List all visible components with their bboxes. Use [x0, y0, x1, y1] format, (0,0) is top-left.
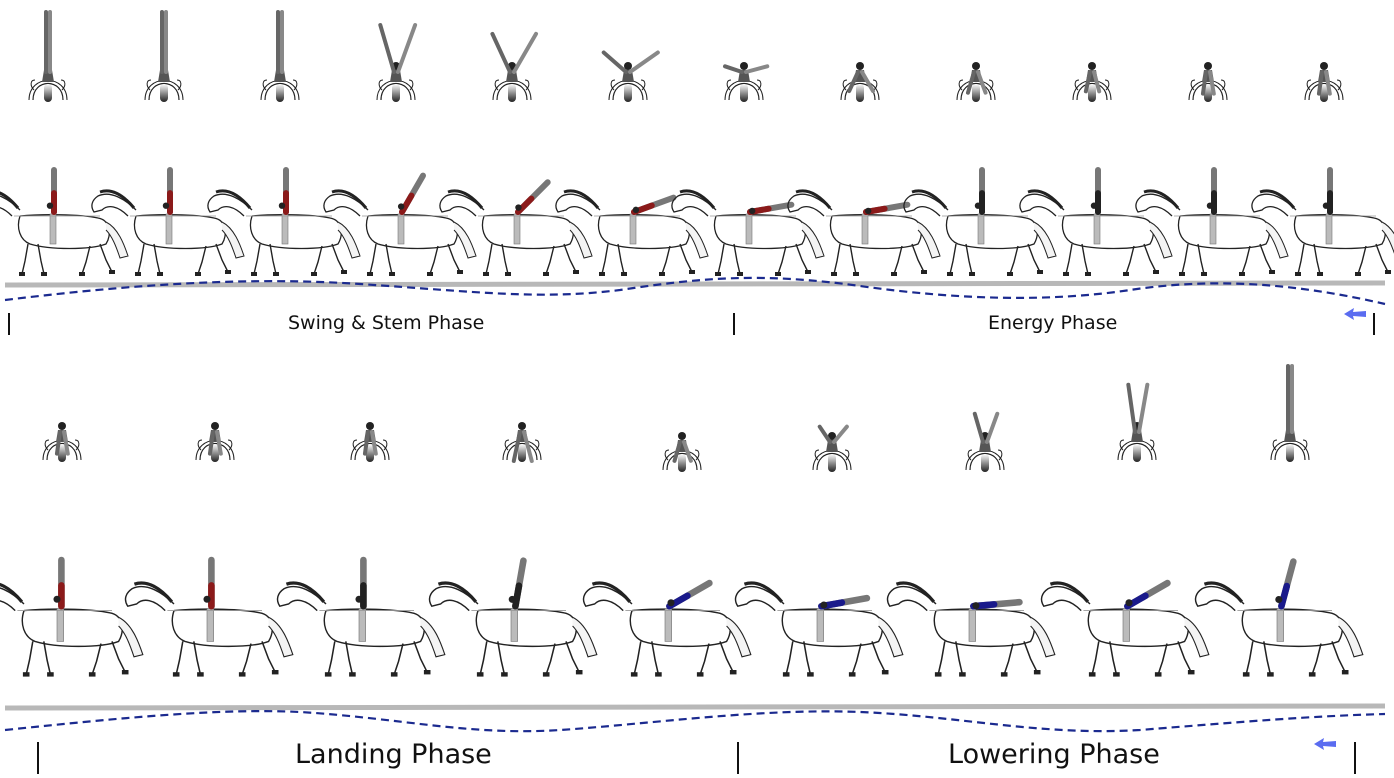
- side-view-figure: [1019, 167, 1173, 276]
- side-view-figure: [1194, 558, 1364, 677]
- row2-phase-divider-middle: [737, 742, 739, 774]
- side-view-figure: [124, 556, 294, 677]
- row1-side-view-group: [0, 167, 1394, 276]
- front-view-figure: [42, 422, 82, 462]
- side-view-figure: [903, 167, 1057, 276]
- front-view-figure: [350, 422, 390, 462]
- row1-ground-line: [4, 280, 1386, 288]
- side-view-figure: [671, 189, 825, 276]
- side-view-figure: [276, 556, 446, 677]
- row2-phase-divider-start: [37, 742, 39, 774]
- side-view-figure: [1040, 579, 1210, 677]
- front-view-figure: [376, 23, 418, 102]
- side-view-figure: [0, 556, 144, 677]
- front-view-figure: [502, 422, 542, 463]
- row2-side-view-group: [0, 556, 1364, 677]
- side-view-figure: [0, 167, 129, 276]
- row2-phase-divider-end: [1354, 742, 1356, 774]
- row1-phase-divider-middle: [733, 313, 735, 335]
- front-view-figure: [812, 424, 852, 472]
- front-view-figure: [490, 31, 538, 102]
- front-view-figure: [1304, 62, 1344, 102]
- side-view-figure: [886, 581, 1056, 677]
- left-arrow-icon: [1314, 738, 1336, 750]
- row1-rhythm-curve: [4, 276, 1386, 306]
- front-view-figure: [1270, 364, 1310, 462]
- side-view-figure: [207, 167, 361, 276]
- front-view-figure: [1188, 62, 1228, 102]
- row1-front-view-group: [28, 10, 1344, 102]
- front-view-figure: [601, 50, 660, 102]
- front-view-figure: [1072, 62, 1112, 102]
- front-view-figure: [1117, 382, 1157, 462]
- side-view-figure: [1135, 167, 1289, 276]
- row2-ground-line: [4, 703, 1386, 711]
- side-view-figure: [787, 189, 941, 276]
- side-view-figure: [323, 172, 477, 276]
- row2-rhythm-curve: [4, 710, 1386, 733]
- front-view-figure: [956, 62, 996, 102]
- front-view-figure: [965, 411, 1005, 472]
- front-view-figure: [28, 10, 68, 102]
- side-view-figure: [1251, 167, 1394, 276]
- front-view-figure: [144, 10, 184, 102]
- left-arrow-icon: [1344, 308, 1366, 320]
- front-view-figure: [662, 432, 702, 472]
- row1-phase-label-energy: Energy Phase: [988, 312, 1118, 334]
- row1-phase-divider-start: [8, 313, 10, 335]
- front-view-figure: [195, 422, 235, 462]
- row1-phase-divider-end: [1373, 313, 1375, 335]
- row2-phase-label-landing: Landing Phase: [295, 739, 492, 770]
- side-view-figure: [91, 167, 245, 276]
- front-view-figure: [840, 62, 880, 102]
- side-view-figure: [582, 579, 752, 677]
- row2-phase-label-lowering: Lowering Phase: [948, 739, 1160, 770]
- side-view-figure: [555, 189, 709, 276]
- row2-front-view-group: [42, 364, 1310, 472]
- row1-phase-label-swing-stem: Swing & Stem Phase: [288, 312, 485, 334]
- side-view-figure: [428, 557, 598, 677]
- front-view-figure: [722, 62, 770, 102]
- front-view-figure: [260, 10, 300, 102]
- side-view-figure: [439, 179, 593, 276]
- side-view-figure: [734, 581, 904, 677]
